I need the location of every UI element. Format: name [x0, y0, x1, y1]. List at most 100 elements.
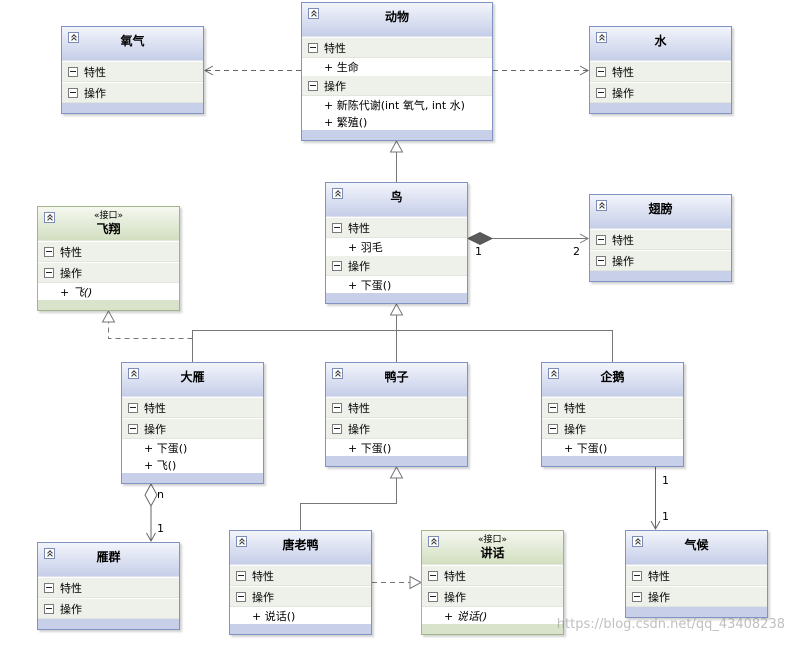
- collapse-icon[interactable]: [308, 8, 319, 19]
- collapse-icon[interactable]: [44, 212, 55, 223]
- inheritance-donald-duck-to-duck[interactable]: [300, 465, 404, 530]
- attribute-item[interactable]: + 生命: [324, 60, 359, 74]
- section-collapse-icon[interactable]: [236, 591, 246, 602]
- section-collapse-icon[interactable]: [44, 603, 54, 614]
- operation-item[interactable]: + 飞(): [60, 285, 93, 299]
- operation-item[interactable]: + 说话(): [444, 609, 488, 623]
- attributes-section[interactable]: 特性: [542, 397, 683, 418]
- collapse-icon[interactable]: [44, 548, 55, 559]
- collapse-icon[interactable]: [332, 368, 343, 379]
- dependency-animal-to-oxygen[interactable]: [203, 65, 301, 76]
- section-collapse-icon[interactable]: [236, 570, 246, 581]
- section-collapse-icon[interactable]: [332, 423, 342, 434]
- collapse-icon[interactable]: [596, 32, 607, 43]
- inheritance-subclasses-to-bird[interactable]: [192, 302, 613, 362]
- operation-item[interactable]: + 新陈代谢(int 氧气, int 水): [324, 98, 465, 112]
- wing-class[interactable]: 翅膀 特性 操作: [589, 194, 732, 282]
- collapse-icon[interactable]: [128, 368, 139, 379]
- penguin-class[interactable]: 企鹅 特性 操作 + 下蛋(): [541, 362, 684, 467]
- oxygen-class[interactable]: 氧气 特性 操作: [61, 26, 204, 114]
- composition-bird-to-wing[interactable]: [466, 231, 590, 246]
- water-class[interactable]: 水 特性 操作: [589, 26, 732, 114]
- operation-item[interactable]: + 说话(): [252, 609, 296, 623]
- section-collapse-icon[interactable]: [308, 80, 318, 91]
- operations-section[interactable]: 操作: [122, 418, 263, 439]
- operations-section[interactable]: 操作: [326, 255, 467, 276]
- collapse-icon[interactable]: [596, 200, 607, 211]
- inheritance-bird-to-animal[interactable]: [389, 139, 404, 182]
- association-penguin-to-climate[interactable]: [650, 467, 661, 531]
- section-collapse-icon[interactable]: [128, 402, 138, 413]
- section-collapse-icon[interactable]: [308, 42, 318, 53]
- attributes-section[interactable]: 特性: [326, 217, 467, 238]
- operations-section[interactable]: 操作: [230, 586, 371, 607]
- attributes-section[interactable]: 特性: [302, 37, 492, 58]
- section-collapse-icon[interactable]: [596, 66, 606, 77]
- section-collapse-icon[interactable]: [632, 570, 642, 581]
- operations-section[interactable]: 操作: [590, 82, 731, 103]
- operations-section[interactable]: 操作: [38, 598, 179, 619]
- attributes-section[interactable]: 特性: [626, 565, 767, 586]
- attributes-section[interactable]: 特性: [62, 61, 203, 82]
- attributes-section[interactable]: 特性: [38, 241, 179, 262]
- attributes-section[interactable]: 特性: [38, 577, 179, 598]
- attributes-section[interactable]: 特性: [422, 565, 563, 586]
- section-collapse-icon[interactable]: [632, 591, 642, 602]
- collapse-icon[interactable]: [332, 188, 343, 199]
- attributes-section[interactable]: 特性: [122, 397, 263, 418]
- operations-section[interactable]: 操作: [590, 250, 731, 271]
- animal-class[interactable]: 动物 特性 + 生命 操作 + 新陈代谢(int 氧气, int 水) + 繁殖…: [301, 2, 493, 141]
- section-collapse-icon[interactable]: [332, 402, 342, 413]
- section-collapse-icon[interactable]: [68, 87, 78, 98]
- operation-item[interactable]: + 下蛋(): [348, 278, 392, 292]
- collapse-icon[interactable]: [632, 536, 643, 547]
- collapse-icon[interactable]: [548, 368, 559, 379]
- dependency-animal-to-water[interactable]: [493, 65, 590, 76]
- operation-item[interactable]: + 下蛋(): [144, 441, 188, 455]
- section-collapse-icon[interactable]: [428, 570, 438, 581]
- attribute-item[interactable]: + 羽毛: [348, 240, 383, 254]
- section-collapse-icon[interactable]: [128, 423, 138, 434]
- section-collapse-icon[interactable]: [596, 255, 606, 266]
- donald-duck-class[interactable]: 唐老鸭 特性 操作 + 说话(): [229, 530, 372, 635]
- collapse-icon[interactable]: [68, 32, 79, 43]
- collapse-icon[interactable]: [428, 536, 439, 547]
- section-collapse-icon[interactable]: [44, 582, 54, 593]
- climate-class[interactable]: 气候 特性 操作: [625, 530, 768, 618]
- attributes-section[interactable]: 特性: [590, 229, 731, 250]
- fly-interface[interactable]: «接口» 飞翔 特性 操作 + 飞(): [37, 206, 180, 311]
- bird-class[interactable]: 鸟 特性 + 羽毛 操作 + 下蛋(): [325, 182, 468, 304]
- operations-section[interactable]: 操作: [326, 418, 467, 439]
- section-collapse-icon[interactable]: [68, 66, 78, 77]
- speak-interface[interactable]: «接口» 讲话 特性 操作 + 说话(): [421, 530, 564, 635]
- operation-item[interactable]: + 飞(): [144, 458, 177, 472]
- operation-item[interactable]: + 下蛋(): [564, 441, 608, 455]
- operations-section[interactable]: 操作: [38, 262, 179, 283]
- section-collapse-icon[interactable]: [332, 222, 342, 233]
- wild-goose-class[interactable]: 大雁 特性 操作 + 下蛋() + 飞(): [121, 362, 264, 484]
- section-collapse-icon[interactable]: [428, 591, 438, 602]
- goose-flock-class[interactable]: 雁群 特性 操作: [37, 542, 180, 630]
- operation-item[interactable]: + 繁殖(): [324, 115, 368, 129]
- section-collapse-icon[interactable]: [548, 423, 558, 434]
- attributes-section[interactable]: 特性: [230, 565, 371, 586]
- operations-section[interactable]: 操作: [62, 82, 203, 103]
- aggregation-flock-to-wild-goose[interactable]: [144, 482, 158, 543]
- section-collapse-icon[interactable]: [596, 234, 606, 245]
- attributes-section[interactable]: 特性: [326, 397, 467, 418]
- section-collapse-icon[interactable]: [596, 87, 606, 98]
- operations-section[interactable]: 操作: [422, 586, 563, 607]
- realization-wild-goose-to-fly[interactable]: [101, 309, 193, 339]
- section-collapse-icon[interactable]: [44, 246, 54, 257]
- operations-section[interactable]: 操作: [542, 418, 683, 439]
- section-collapse-icon[interactable]: [548, 402, 558, 413]
- operations-section[interactable]: 操作: [302, 75, 492, 96]
- operations-section[interactable]: 操作: [626, 586, 767, 607]
- operation-item[interactable]: + 下蛋(): [348, 441, 392, 455]
- realization-donald-duck-to-speak[interactable]: [372, 575, 423, 590]
- section-collapse-icon[interactable]: [332, 260, 342, 271]
- section-collapse-icon[interactable]: [44, 267, 54, 278]
- attributes-section[interactable]: 特性: [590, 61, 731, 82]
- collapse-icon[interactable]: [236, 536, 247, 547]
- duck-class[interactable]: 鸭子 特性 操作 + 下蛋(): [325, 362, 468, 467]
